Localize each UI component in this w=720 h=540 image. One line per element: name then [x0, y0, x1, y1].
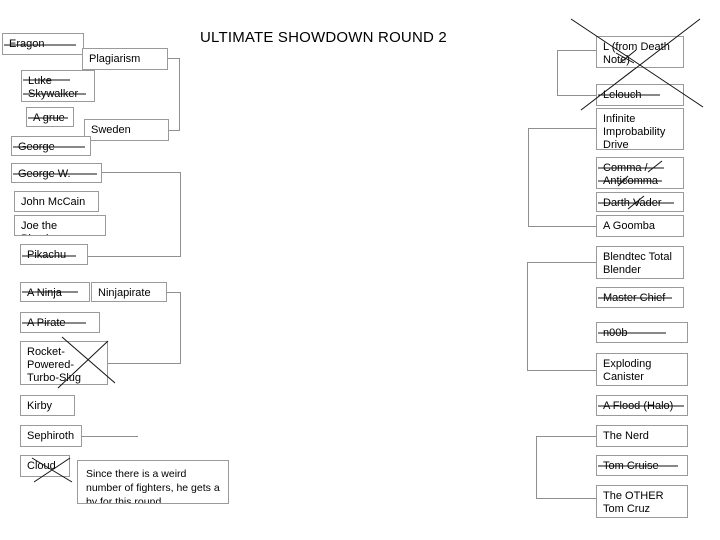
bracket-entry-a-pirate[interactable]: A Pirate	[20, 312, 100, 333]
bracket-entry-cloud[interactable]: Cloud	[20, 455, 70, 477]
connector-slug-bottom	[107, 363, 181, 364]
connector-nerd-top	[536, 436, 597, 437]
connector-pikachu-bottom	[87, 256, 181, 257]
connector-sephiroth-tail	[82, 436, 138, 437]
connector-plagiarism-sweden-vertical	[179, 58, 180, 130]
connector-iid-top	[528, 128, 597, 129]
connector-tomcruz-bottom	[536, 498, 597, 499]
bracket-entry-l-from-death-note[interactable]: L (from Death Note)	[596, 36, 684, 68]
bracket-entry-a-grue[interactable]: A grue	[26, 107, 74, 127]
bracket-entry-ninjapirate[interactable]: Ninjapirate	[91, 282, 167, 302]
bracket-entry-comma-anticomma[interactable]: Comma / Anticomma	[596, 157, 684, 189]
bracket-entry-john-mccain[interactable]: John McCain	[14, 191, 99, 212]
page-title: ULTIMATE SHOWDOWN ROUND 2	[200, 29, 447, 46]
bracket-entry-a-flood-halo[interactable]: A Flood (Halo)	[596, 395, 688, 416]
connector-iid-goomba-vertical	[528, 128, 529, 226]
connector-blendtec-canister-vertical	[527, 262, 528, 370]
bracket-entry-the-nerd[interactable]: The Nerd	[596, 425, 688, 447]
connector-ninjapirate-top	[166, 292, 181, 293]
bracket-entry-plagiarism[interactable]: Plagiarism	[82, 48, 168, 70]
bracket-entry-a-ninja[interactable]: A Ninja	[20, 282, 90, 302]
bracket-entry-sephiroth[interactable]: Sephiroth	[20, 425, 82, 447]
bracket-entry-lelouch[interactable]: Lelouch	[596, 84, 684, 106]
bracket-entry-exploding-canister[interactable]: Exploding Canister	[596, 353, 688, 386]
connector-blendtec-top	[527, 262, 597, 263]
bye-note: Since there is a weird number of fighter…	[77, 460, 229, 504]
bracket-entry-eragon[interactable]: Eragon	[2, 33, 84, 55]
bracket-entry-joe-the-plumber[interactable]: Joe the Plumber	[14, 215, 106, 236]
connector-ninjapirate-slug-vertical	[180, 292, 181, 364]
connector-nerd-tomcruz-vertical	[536, 436, 537, 498]
connector-goomba-bottom	[528, 226, 597, 227]
connector-bush-pikachu-vertical	[180, 172, 181, 257]
bracket-entry-master-chief[interactable]: Master Chief	[596, 287, 684, 308]
connector-plagiarism-top	[167, 58, 180, 59]
bracket-entry-pikachu[interactable]: Pikachu	[20, 244, 88, 265]
connector-l-top	[557, 50, 597, 51]
connector-bush-top	[101, 172, 181, 173]
bracket-entry-rocket-powered-turbo-slug[interactable]: Rocket-Powered-Turbo-Slug	[20, 341, 108, 385]
bracket-entry-kirby[interactable]: Kirby	[20, 395, 75, 416]
connector-sweden-bottom	[167, 130, 180, 131]
bracket-entry-blendtec-total-blender[interactable]: Blendtec Total Blender	[596, 246, 684, 279]
bracket-entry-darth-vader[interactable]: Darth Vader	[596, 192, 684, 212]
bracket-entry-noob[interactable]: n00b	[596, 322, 688, 343]
bracket-entry-sweden[interactable]: Sweden	[84, 119, 169, 141]
bracket-entry-tom-cruise[interactable]: Tom Cruise	[596, 455, 688, 476]
bracket-entry-infinite-improbability-drive[interactable]: Infinite Improbability Drive	[596, 108, 684, 150]
bracket-entry-luke-skywalker[interactable]: Luke Skywalker	[21, 70, 95, 102]
bracket-entry-george-carlin[interactable]: George Carlin	[11, 136, 91, 156]
connector-l-lelouch-vertical	[557, 50, 558, 96]
bracket-entry-the-other-tom-cruz[interactable]: The OTHER Tom Cruz	[596, 485, 688, 518]
connector-lelouch-bottom	[557, 95, 597, 96]
bracket-entry-george-w-bush[interactable]: George W. Bush	[11, 163, 102, 183]
connector-canister-bottom	[527, 370, 597, 371]
bracket-entry-a-goomba[interactable]: A Goomba	[596, 215, 684, 237]
